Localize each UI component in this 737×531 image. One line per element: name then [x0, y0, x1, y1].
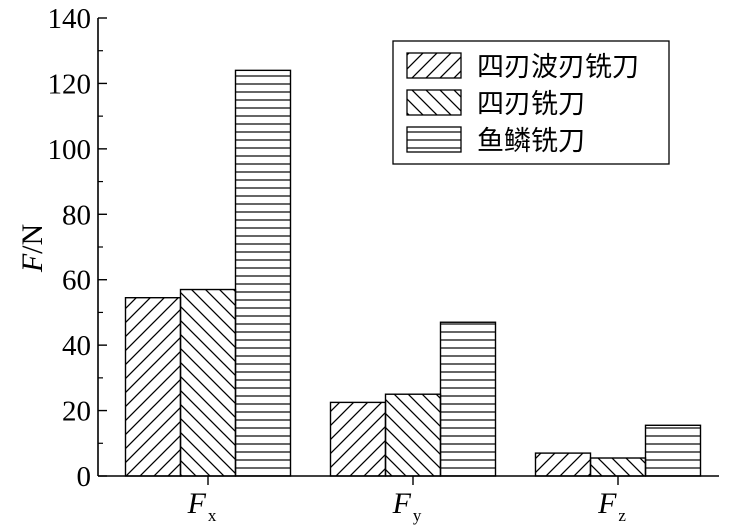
bars-layer: [124, 69, 702, 477]
bar-x-series-3: [234, 69, 292, 477]
bar-y-series-1: [329, 401, 387, 477]
bar-z-series-3: [644, 424, 702, 477]
x-tick-label-sub: y: [413, 506, 422, 525]
y-axis-label-unit: /N: [16, 224, 49, 254]
legend-swatch-1: [406, 52, 462, 79]
legend-label-2: 四刃铣刀: [477, 89, 585, 120]
y-tick-label-140: 140: [48, 3, 92, 35]
legend-label-1: 四刃波刃铣刀: [477, 52, 639, 83]
x-tick-label-sub: x: [208, 506, 217, 525]
bar-x-series-1: [124, 297, 182, 477]
bar-z-series-1: [534, 452, 592, 477]
y-tick-label-40: 40: [62, 330, 91, 362]
legend-swatch-3: [406, 126, 462, 153]
y-tick-label-60: 60: [62, 265, 91, 297]
x-tick-label-main: F: [187, 487, 207, 520]
y-axis-label-main: F: [16, 253, 49, 273]
bar-x-series-2: [179, 288, 237, 477]
y-tick-label-80: 80: [62, 199, 91, 231]
y-axis-label: F/N: [16, 224, 49, 273]
legend-swatch-2: [406, 89, 462, 116]
x-tick-label-main: F: [597, 487, 617, 520]
y-tick-label-20: 20: [62, 396, 91, 428]
bar-z-series-2: [589, 457, 647, 477]
y-tick-label-100: 100: [48, 134, 92, 166]
legend-label-3: 鱼鳞铣刀: [477, 126, 585, 157]
y-tick-label-120: 120: [48, 68, 92, 100]
bar-y-series-3: [439, 321, 497, 477]
x-tick-label-sub: z: [618, 506, 626, 525]
y-tick-label-0: 0: [77, 461, 92, 493]
bar-y-series-2: [384, 393, 442, 477]
x-tick-label-main: F: [392, 487, 412, 520]
